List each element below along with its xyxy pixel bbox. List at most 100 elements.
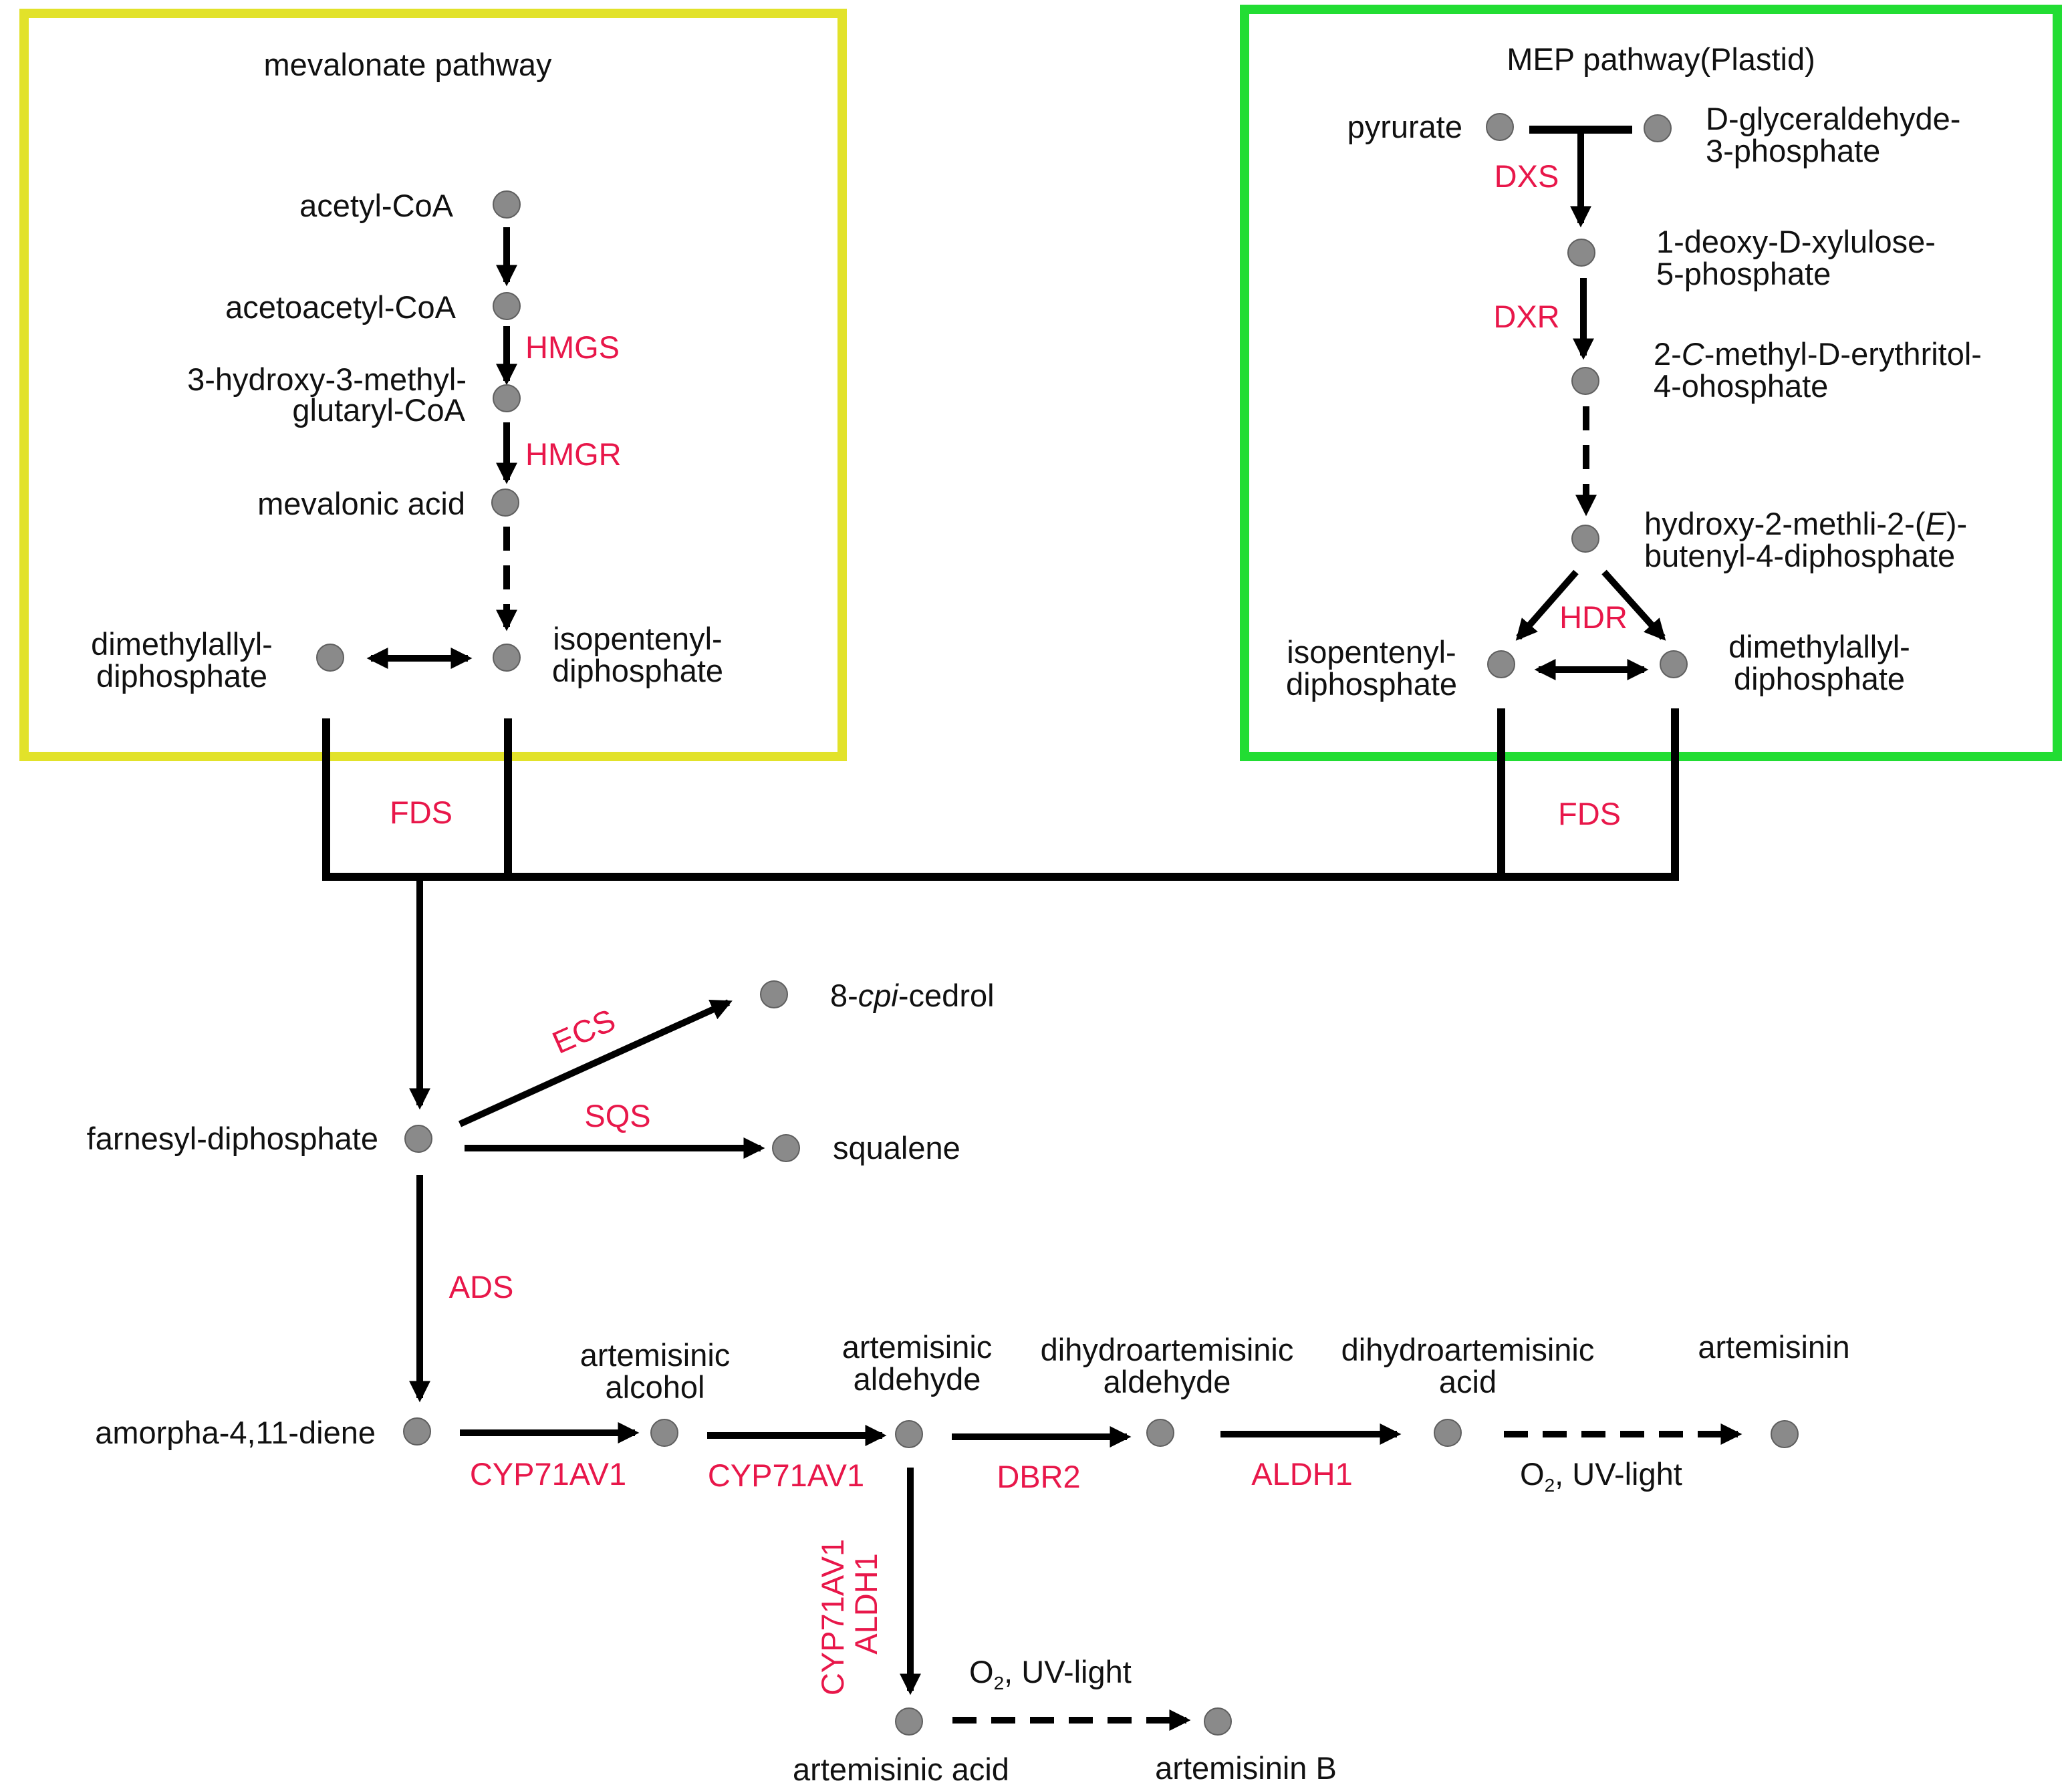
label-hmg-coa-line1: 3-hydroxy-3-methyl- bbox=[187, 362, 467, 397]
label-epi-cedrol-italic: cpi bbox=[858, 978, 900, 1013]
mevalonate-pathway-title: mevalonate pathway bbox=[263, 47, 552, 82]
node-fpp bbox=[404, 1125, 432, 1153]
node-ipp-mep bbox=[1487, 650, 1515, 678]
label-amorphadiene: amorpha-4,11-diene bbox=[95, 1415, 376, 1450]
node-acetoacetyl-coa bbox=[493, 292, 521, 320]
condition-main-o: O bbox=[1520, 1456, 1545, 1492]
node-hmbpp bbox=[1571, 525, 1599, 553]
label-artemisinic-aldehyde-line1: artemisinic bbox=[842, 1329, 993, 1365]
enzyme-hmgr: HMGR bbox=[525, 436, 622, 472]
node-artemisinin bbox=[1771, 1420, 1799, 1448]
label-dmapp-mva-line1: dimethylallyl- bbox=[91, 626, 273, 662]
node-epi-cedrol bbox=[760, 980, 788, 1008]
node-artemisinin-b bbox=[1204, 1707, 1232, 1736]
mevalonate-pathway-box bbox=[19, 9, 847, 761]
label-dmapp-mep-line1: dimethylallyl- bbox=[1728, 629, 1910, 664]
node-dmapp-mep bbox=[1660, 650, 1688, 678]
node-dmapp-mva bbox=[316, 644, 344, 672]
enzyme-dxs: DXS bbox=[1495, 158, 1559, 194]
label-ipp-mva-line2: diphosphate bbox=[552, 653, 723, 688]
condition-lower-rest: , UV-light bbox=[1004, 1654, 1132, 1689]
arrow-hmbpp-to-dmapp bbox=[1601, 569, 1666, 641]
enzyme-cyp71av1-step1: CYP71AV1 bbox=[470, 1456, 626, 1492]
enzyme-cyp71av1-step2: CYP71AV1 bbox=[708, 1458, 864, 1493]
label-artemisinic-aldehyde-line2: aldehyde bbox=[854, 1361, 981, 1397]
node-acetyl-coa bbox=[493, 190, 521, 219]
enzyme-aldh1: ALDH1 bbox=[1251, 1456, 1353, 1492]
node-artemisinic-acid bbox=[895, 1707, 923, 1736]
label-mep-italic-c: C bbox=[1682, 336, 1705, 372]
node-dxp bbox=[1567, 239, 1595, 267]
node-mep bbox=[1571, 367, 1599, 395]
condition-main-rest: , UV-light bbox=[1555, 1456, 1682, 1492]
enzyme-dbr2: DBR2 bbox=[997, 1459, 1080, 1494]
label-mep-rest: -methyl-D-erythritol- bbox=[1704, 336, 1982, 372]
label-artemisinin-b: artemisinin B bbox=[1155, 1750, 1337, 1786]
node-g3p bbox=[1644, 114, 1672, 142]
label-hmbpp-line1: hydroxy-2-methli-2-(E)- bbox=[1644, 506, 1967, 541]
enzyme-sqs: SQS bbox=[584, 1098, 650, 1133]
label-dxp-line1: 1-deoxy-D-xylulose- bbox=[1656, 224, 1936, 259]
label-dh-acid-line1: dihydroartemisinic bbox=[1341, 1332, 1595, 1367]
condition-lower-o: O bbox=[969, 1654, 994, 1689]
label-mep-prefix: 2- bbox=[1654, 336, 1682, 372]
label-hmbpp-suffix: )- bbox=[1946, 506, 1967, 541]
label-dxp-line2: 5-phosphate bbox=[1656, 256, 1831, 291]
label-g3p-line2: 3-phosphate bbox=[1706, 133, 1880, 168]
arrow-hmbpp-to-ipp bbox=[1515, 569, 1579, 641]
label-g3p-line1: D-glyceraldehyde- bbox=[1706, 101, 1960, 136]
label-artemisinic-alcohol-line1: artemisinic bbox=[580, 1337, 731, 1373]
label-epi-cedrol: 8-cpi-cedrol bbox=[830, 978, 995, 1013]
node-hmg-coa bbox=[493, 384, 521, 412]
node-dihydroartemisinic-acid bbox=[1434, 1419, 1462, 1447]
node-artemisinic-alcohol bbox=[650, 1419, 678, 1447]
enzyme-fds-left: FDS bbox=[390, 795, 452, 830]
label-epi-cedrol-suffix: -cedrol bbox=[898, 978, 995, 1013]
label-artemisinic-acid: artemisinic acid bbox=[793, 1752, 1009, 1787]
condition-lower-subscript: 2 bbox=[994, 1673, 1005, 1693]
enzyme-aldh1-vertical: ALDH1 bbox=[848, 1553, 884, 1655]
label-acetyl-coa: acetyl-CoA bbox=[299, 188, 454, 223]
label-fpp: farnesyl-diphosphate bbox=[87, 1121, 378, 1156]
label-pyruvate: pyrurate bbox=[1347, 109, 1462, 144]
node-dihydroartemisinic-aldehyde bbox=[1146, 1419, 1174, 1447]
label-ipp-mep-line2: diphosphate bbox=[1286, 666, 1457, 702]
label-hmbpp-prefix: hydroxy-2-methli-2-( bbox=[1644, 506, 1926, 541]
mep-pathway-box bbox=[1240, 5, 2062, 761]
label-acetoacetyl-coa: acetoacetyl-CoA bbox=[225, 289, 456, 325]
label-artemisinic-alcohol-line2: alcohol bbox=[606, 1369, 705, 1405]
node-artemisinic-aldehyde bbox=[895, 1420, 923, 1448]
label-dmapp-mva-line2: diphosphate bbox=[96, 658, 267, 694]
enzyme-hmgs: HMGS bbox=[525, 329, 620, 365]
node-mevalonic-acid bbox=[491, 489, 519, 517]
label-hmg-coa-line2: glutaryl-CoA bbox=[292, 392, 465, 428]
label-mep-line1: 2-C-methyl-D-erythritol- bbox=[1654, 336, 1982, 372]
node-amorphadiene bbox=[403, 1417, 431, 1446]
label-mep-line2: 4-ohosphate bbox=[1654, 368, 1828, 404]
label-artemisinin: artemisinin bbox=[1698, 1329, 1849, 1365]
label-ipp-mva-line1: isopentenyl- bbox=[553, 621, 722, 656]
condition-lower-branch: O2, UV-light bbox=[969, 1654, 1132, 1693]
label-mevalonic-acid: mevalonic acid bbox=[257, 486, 465, 521]
label-ipp-mep-line1: isopentenyl- bbox=[1287, 634, 1456, 670]
label-hmbpp-line2: butenyl-4-diphosphate bbox=[1644, 538, 1955, 573]
condition-main-subscript: 2 bbox=[1545, 1475, 1555, 1496]
enzyme-fds-right: FDS bbox=[1558, 796, 1621, 831]
node-pyruvate bbox=[1486, 113, 1514, 141]
enzyme-dxr: DXR bbox=[1493, 299, 1559, 334]
enzyme-hdr: HDR bbox=[1559, 599, 1628, 635]
enzyme-ads: ADS bbox=[449, 1269, 514, 1304]
label-dh-aldehyde-line1: dihydroartemisinic bbox=[1041, 1332, 1294, 1367]
label-epi-cedrol-prefix: 8- bbox=[830, 978, 858, 1013]
label-dh-aldehyde-line2: aldehyde bbox=[1104, 1364, 1231, 1399]
arrow-fpp-to-epicedrol bbox=[458, 999, 733, 1127]
fds-right-connector bbox=[1497, 708, 1679, 881]
mep-pathway-title: MEP pathway(Plastid) bbox=[1507, 41, 1815, 77]
node-squalene bbox=[772, 1134, 800, 1162]
label-squalene: squalene bbox=[833, 1130, 960, 1165]
enzyme-cyp71av1-vertical: CYP71AV1 bbox=[815, 1539, 850, 1695]
enzyme-ecs: ECS bbox=[547, 1002, 620, 1061]
label-dmapp-mep-line2: diphosphate bbox=[1734, 661, 1905, 696]
condition-main-branch: O2, UV-light bbox=[1520, 1456, 1682, 1496]
